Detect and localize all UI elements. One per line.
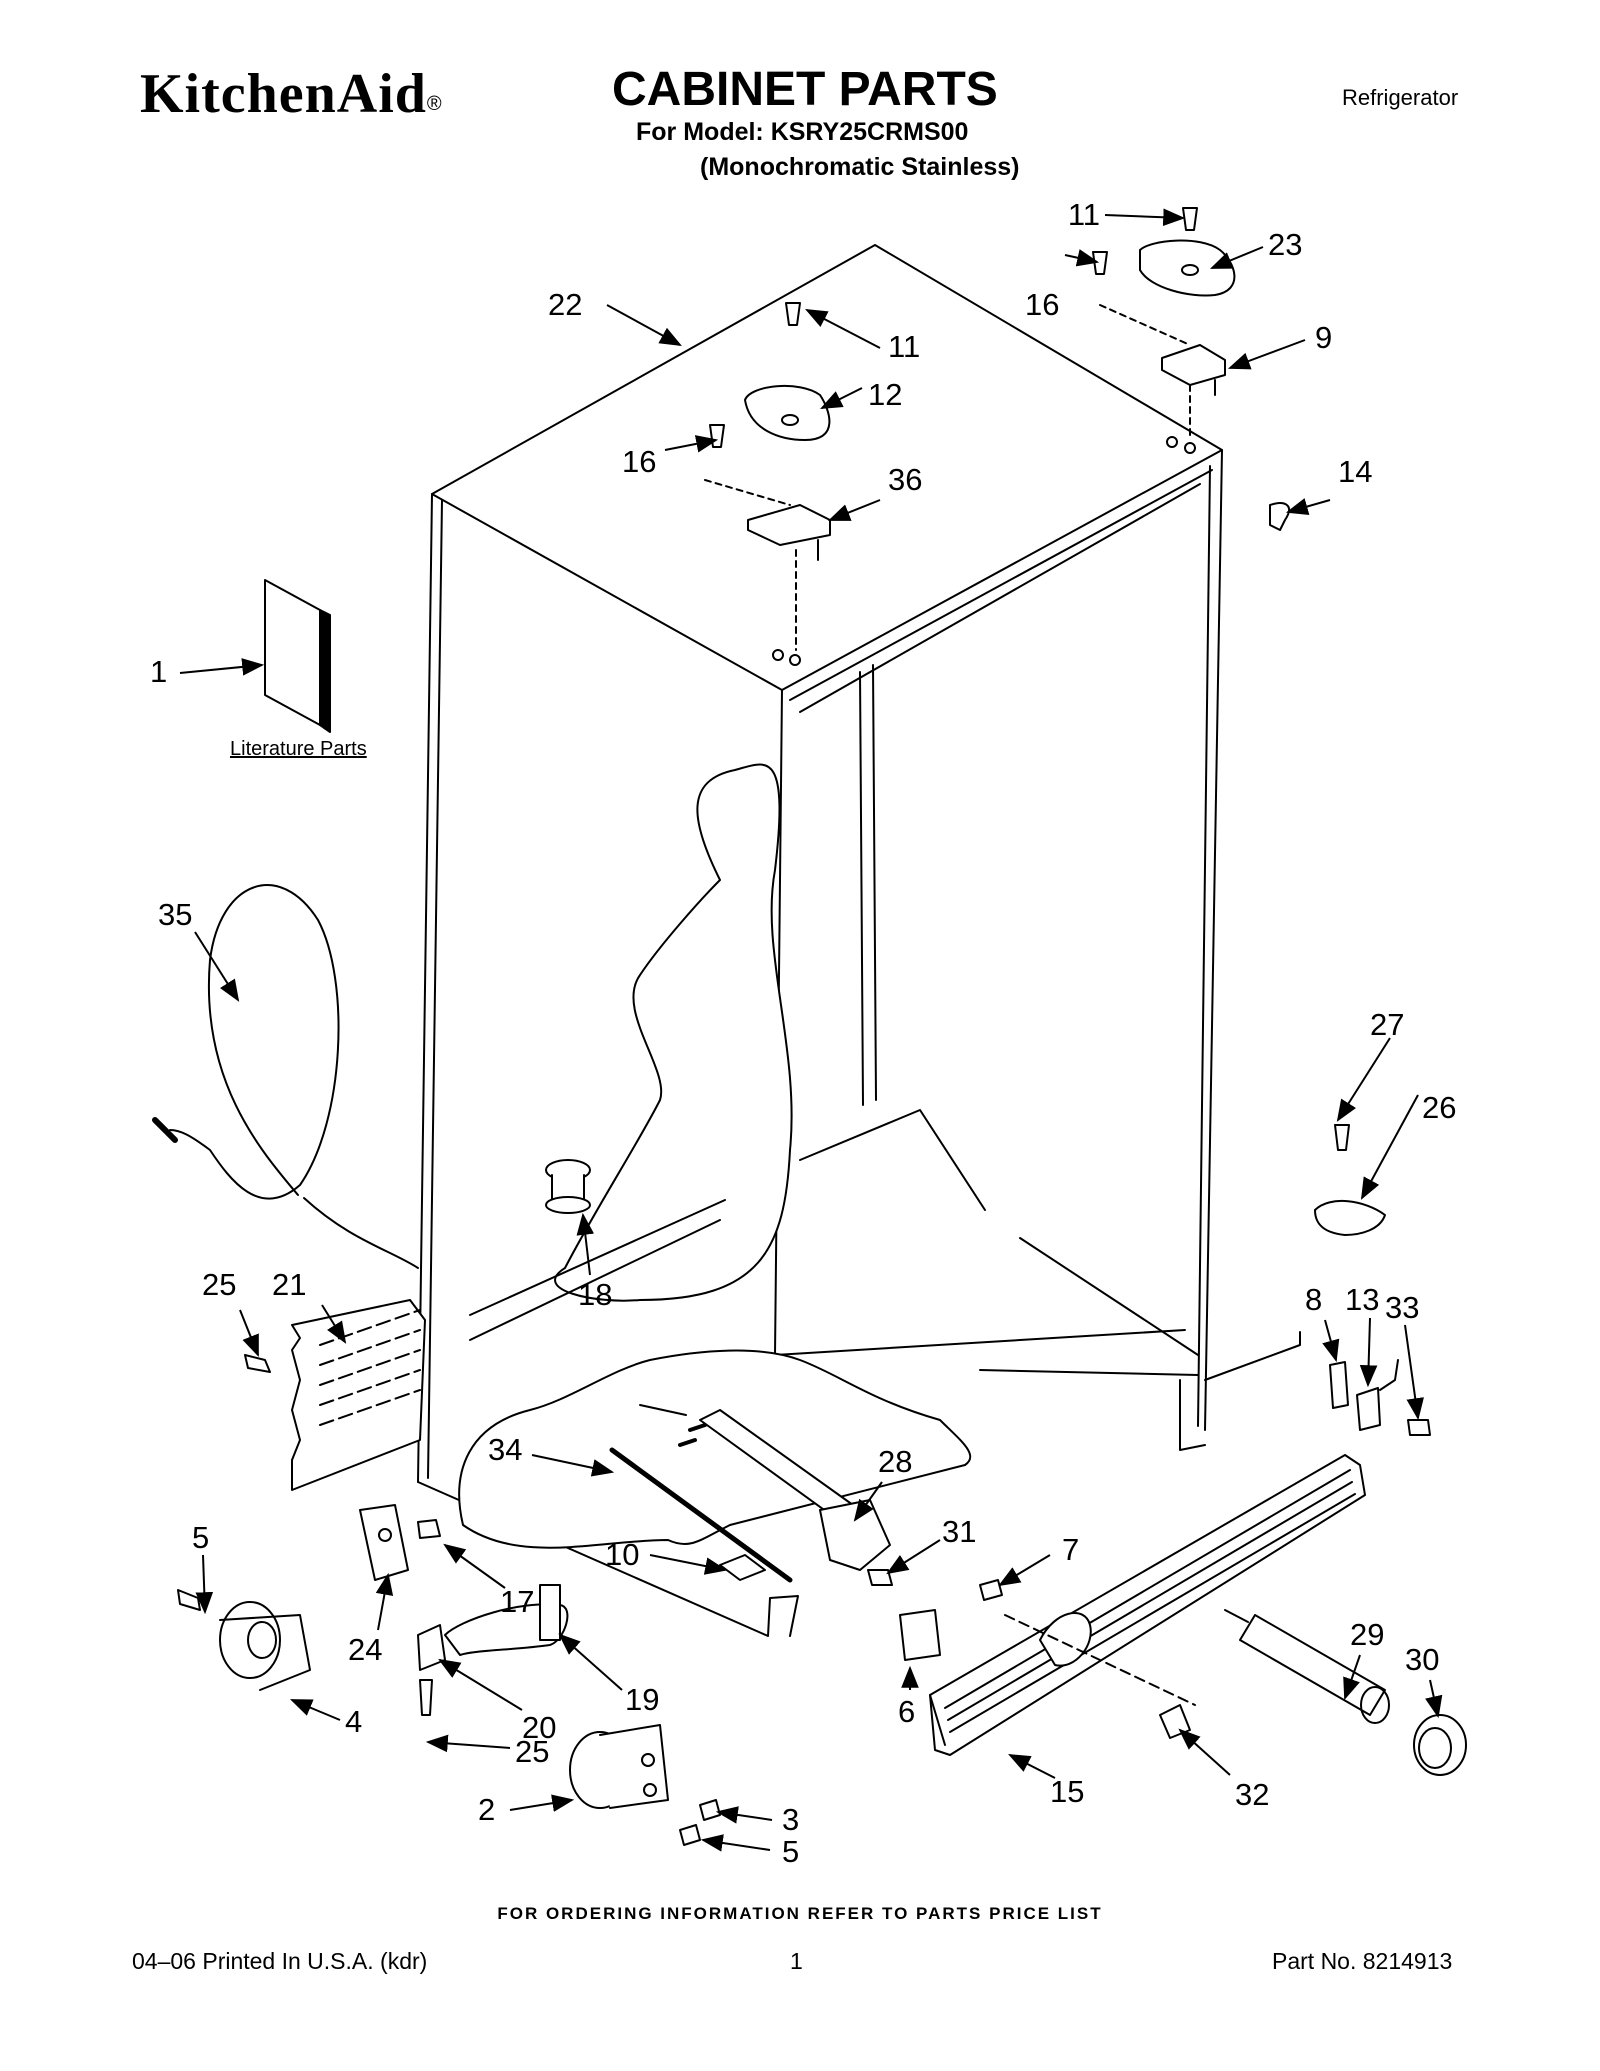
part-number: Part No. 8214913 <box>1272 1948 1453 1974</box>
callout-3: 3 <box>782 1802 799 1837</box>
callout-11-left: 11 <box>888 329 920 364</box>
callout-15: 15 <box>1050 1774 1084 1809</box>
rear-access-cover <box>291 1299 426 1491</box>
finish-line: (Monochromatic Stainless) <box>700 153 1020 181</box>
callout-5-lower: 5 <box>782 1834 799 1869</box>
water-line-tube <box>152 884 419 1269</box>
callout-6: 6 <box>898 1694 915 1729</box>
callout-32: 32 <box>1235 1777 1269 1812</box>
literature-parts-label: Literature Parts <box>230 738 367 760</box>
water-tube <box>609 1447 793 1583</box>
callout-11-right: 11 <box>1068 197 1100 232</box>
drain-cup <box>545 1159 591 1214</box>
screw-set-left <box>177 1354 441 1716</box>
callout-19: 19 <box>625 1682 659 1717</box>
callout-21: 21 <box>272 1267 306 1302</box>
callout-26: 26 <box>1422 1090 1456 1125</box>
callout-14: 14 <box>1338 454 1372 489</box>
callout-8: 8 <box>1305 1282 1322 1317</box>
cabinet-shell <box>417 244 1301 1637</box>
filter-cap <box>1413 1714 1467 1776</box>
callout-16-right: 16 <box>1025 287 1059 322</box>
callout-22: 22 <box>548 287 582 322</box>
callout-17: 17 <box>500 1584 534 1619</box>
callout-25-upper: 25 <box>202 1267 236 1302</box>
callout-4: 4 <box>345 1704 362 1739</box>
callout-7: 7 <box>1062 1532 1079 1567</box>
appliance-category: Refrigerator <box>1342 85 1459 110</box>
callout-28: 28 <box>878 1444 912 1479</box>
callout-5-upper: 5 <box>192 1520 209 1555</box>
callout-24: 24 <box>348 1632 382 1667</box>
callout-29: 29 <box>1350 1617 1384 1652</box>
top-hinge-left <box>704 302 831 666</box>
callout-2: 2 <box>478 1792 495 1827</box>
callout-25-lower: 25 <box>515 1734 549 1769</box>
brand-logo: KitchenAid® <box>140 63 443 125</box>
callout-18: 18 <box>578 1277 612 1312</box>
grille-clip <box>1159 1704 1191 1739</box>
right-hinge-parts <box>1314 1124 1386 1236</box>
callout-16-left: 16 <box>622 444 656 479</box>
callout-9: 9 <box>1315 320 1332 355</box>
grille-screws <box>867 1569 1003 1601</box>
grille-bracket <box>899 1609 941 1661</box>
callout-labels: 1 2 3 4 5 5 6 7 8 9 10 11 11 12 13 14 15… <box>150 197 1456 1869</box>
interior-cutaway <box>458 763 1199 1549</box>
callout-33: 33 <box>1385 1290 1419 1325</box>
rear-roller-bracket <box>359 1504 409 1581</box>
page-title: CABINET PARTS <box>612 63 998 116</box>
callout-10: 10 <box>605 1537 639 1572</box>
roller-screws <box>679 1799 721 1846</box>
callout-36: 36 <box>888 462 922 497</box>
callout-leaders <box>179 208 1443 1852</box>
callout-12: 12 <box>868 377 902 412</box>
callout-30: 30 <box>1405 1642 1439 1677</box>
callout-13: 13 <box>1345 1282 1379 1317</box>
ordering-note: FOR ORDERING INFORMATION REFER TO PARTS … <box>497 1904 1103 1923</box>
registered-mark: ® <box>426 93 443 115</box>
tube-clip <box>719 1554 766 1581</box>
callout-35: 35 <box>158 897 192 932</box>
rear-roller-right <box>569 1724 669 1809</box>
callout-23: 23 <box>1268 227 1302 262</box>
base-grille <box>929 1454 1366 1756</box>
callout-34: 34 <box>488 1432 522 1467</box>
page-number: 1 <box>790 1948 803 1974</box>
front-roller-left <box>219 1601 311 1691</box>
callout-20: 20 <box>522 1710 556 1745</box>
literature-booklet <box>264 579 331 733</box>
callout-31: 31 <box>942 1514 976 1549</box>
callout-1: 1 <box>150 654 167 689</box>
model-line: For Model: KSRY25CRMS00 <box>636 118 969 146</box>
lower-hinge-parts <box>1329 1359 1431 1436</box>
print-info: 04–06 Printed In U.S.A. (kdr) <box>132 1948 428 1974</box>
hose-clip <box>417 1624 446 1671</box>
callout-27: 27 <box>1370 1007 1404 1042</box>
